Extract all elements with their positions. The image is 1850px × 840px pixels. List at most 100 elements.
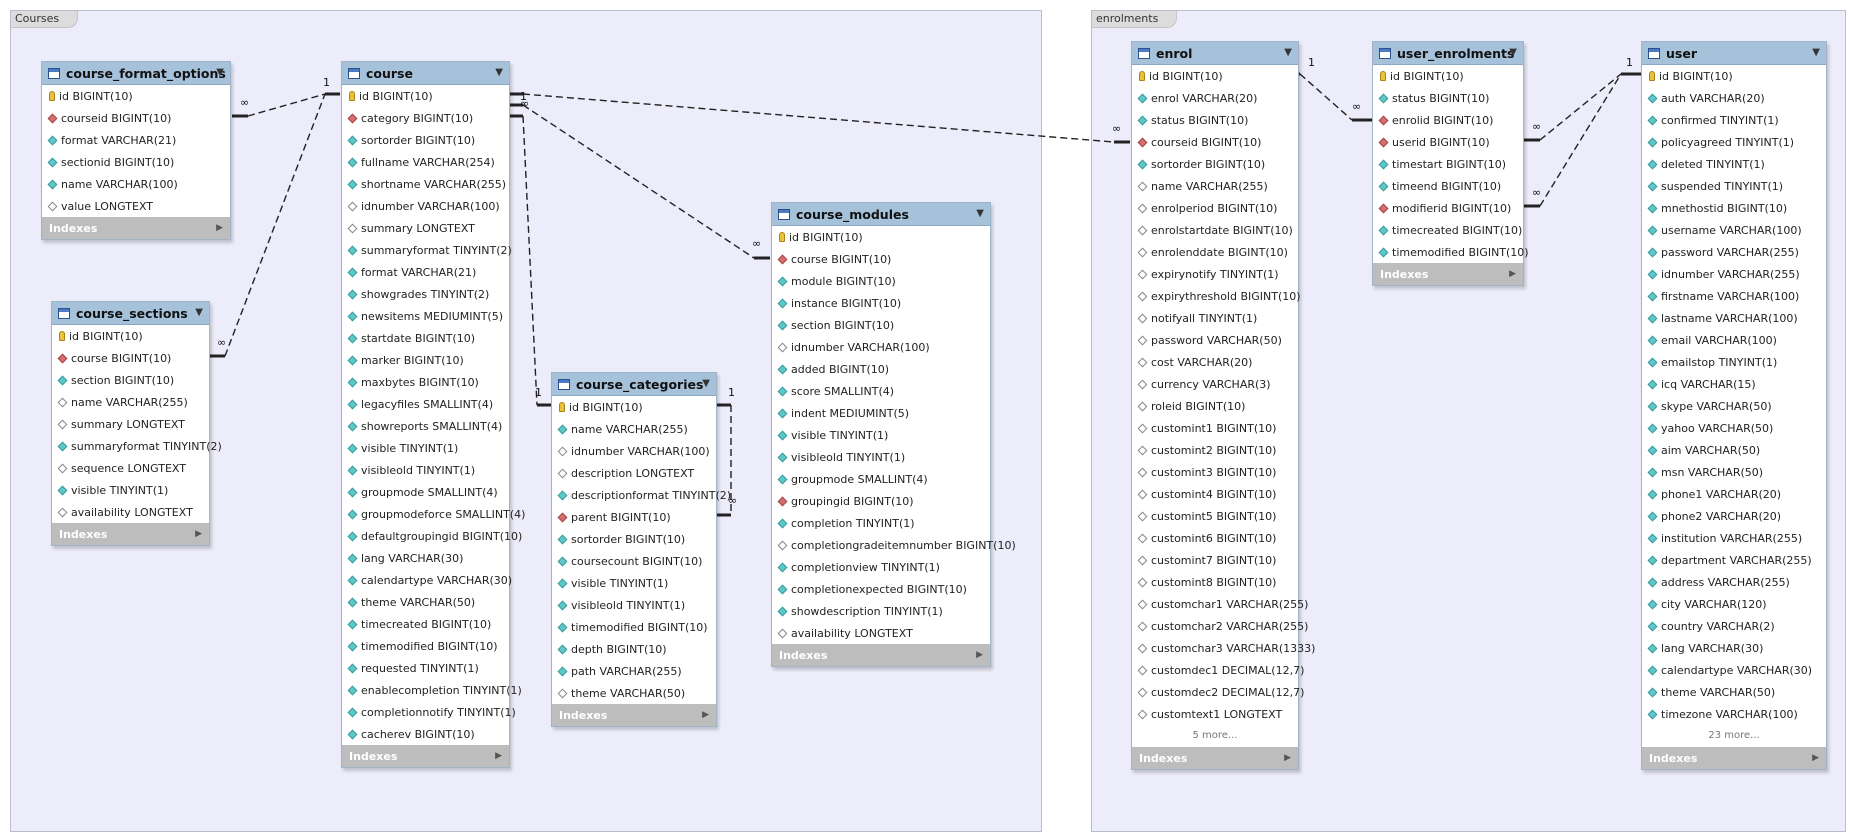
column-row[interactable]: customint4 BIGINT(10) (1132, 483, 1298, 505)
column-row[interactable]: timemodified BIGINT(10) (342, 635, 509, 657)
expand-arrow-icon[interactable]: ▶ (495, 751, 502, 761)
column-row[interactable]: sortorder BIGINT(10) (1132, 153, 1298, 175)
column-row[interactable]: timezone VARCHAR(100) (1642, 703, 1826, 725)
column-row[interactable]: category BIGINT(10) (342, 107, 509, 129)
column-row[interactable]: summary LONGTEXT (52, 413, 209, 435)
table-enrol[interactable]: enrol▼id BIGINT(10)enrol VARCHAR(20)stat… (1131, 41, 1315, 770)
column-row[interactable]: visible TINYINT(1) (772, 424, 990, 446)
column-row[interactable]: visible TINYINT(1) (342, 437, 509, 459)
column-row[interactable]: groupingid BIGINT(10) (772, 490, 990, 512)
column-row[interactable]: description LONGTEXT (552, 462, 716, 484)
column-row[interactable]: city VARCHAR(120) (1642, 593, 1826, 615)
column-row[interactable]: id BIGINT(10) (1642, 65, 1826, 87)
column-row[interactable]: calendartype VARCHAR(30) (1642, 659, 1826, 681)
indexes-bar[interactable]: Indexes▶ (552, 704, 716, 726)
column-row[interactable]: idnumber VARCHAR(100) (342, 195, 509, 217)
column-row[interactable]: completiongradeitemnumber BIGINT(10) (772, 534, 1016, 556)
expand-arrow-icon[interactable]: ▶ (1509, 269, 1516, 279)
column-row[interactable]: sortorder BIGINT(10) (342, 129, 509, 151)
indexes-bar[interactable]: Indexes▶ (772, 644, 990, 666)
table-header[interactable]: course_categories▼ (552, 373, 716, 396)
column-row[interactable]: visible TINYINT(1) (52, 479, 209, 501)
column-row[interactable]: phone2 VARCHAR(20) (1642, 505, 1826, 527)
column-row[interactable]: id BIGINT(10) (1132, 65, 1298, 87)
column-row[interactable]: summaryformat TINYINT(2) (52, 435, 222, 457)
column-row[interactable]: completionexpected BIGINT(10) (772, 578, 990, 600)
column-row[interactable]: timeend BIGINT(10) (1373, 175, 1523, 197)
column-row[interactable]: customint1 BIGINT(10) (1132, 417, 1298, 439)
column-row[interactable]: enrolenddate BIGINT(10) (1132, 241, 1298, 263)
column-row[interactable]: parent BIGINT(10) (552, 506, 716, 528)
column-row[interactable]: id BIGINT(10) (52, 325, 209, 347)
column-row[interactable]: userid BIGINT(10) (1373, 131, 1523, 153)
table-header[interactable]: course_modules▼ (772, 203, 990, 226)
column-row[interactable]: theme VARCHAR(50) (342, 591, 509, 613)
column-row[interactable]: requested TINYINT(1) (342, 657, 509, 679)
column-row[interactable]: theme VARCHAR(50) (1642, 681, 1826, 703)
column-row[interactable]: depth BIGINT(10) (552, 638, 716, 660)
column-row[interactable]: visibleold TINYINT(1) (342, 459, 509, 481)
table-header[interactable]: course_sections▼ (52, 302, 209, 325)
table-course-format-options[interactable]: course_format_options▼id BIGINT(10)cours… (41, 61, 231, 240)
column-row[interactable]: enrolperiod BIGINT(10) (1132, 197, 1298, 219)
column-row[interactable]: id BIGINT(10) (552, 396, 716, 418)
table-course-categories[interactable]: course_categories▼id BIGINT(10)name VARC… (551, 372, 731, 727)
column-row[interactable]: institution VARCHAR(255) (1642, 527, 1826, 549)
column-row[interactable]: legacyfiles SMALLINT(4) (342, 393, 509, 415)
column-row[interactable]: status BIGINT(10) (1373, 87, 1523, 109)
column-row[interactable]: lang VARCHAR(30) (1642, 637, 1826, 659)
table-header[interactable]: course_format_options▼ (42, 62, 230, 85)
column-row[interactable]: enrolstartdate BIGINT(10) (1132, 219, 1298, 241)
column-row[interactable]: notifyall TINYINT(1) (1132, 307, 1298, 329)
column-row[interactable]: idnumber VARCHAR(100) (552, 440, 716, 462)
column-row[interactable]: marker BIGINT(10) (342, 349, 509, 371)
column-row[interactable]: icq VARCHAR(15) (1642, 373, 1826, 395)
column-row[interactable]: name VARCHAR(255) (52, 391, 209, 413)
column-row[interactable]: descriptionformat TINYINT(2) (552, 484, 731, 506)
column-row[interactable]: enrolid BIGINT(10) (1373, 109, 1523, 131)
column-row[interactable]: cost VARCHAR(20) (1132, 351, 1298, 373)
column-row[interactable]: timemodified BIGINT(10) (552, 616, 716, 638)
collapse-arrow-icon[interactable]: ▼ (216, 67, 224, 78)
column-row[interactable]: id BIGINT(10) (1373, 65, 1523, 87)
column-row[interactable]: email VARCHAR(100) (1642, 329, 1826, 351)
column-row[interactable]: groupmode SMALLINT(4) (772, 468, 990, 490)
column-row[interactable]: visible TINYINT(1) (552, 572, 716, 594)
column-row[interactable]: auth VARCHAR(20) (1642, 87, 1826, 109)
collapse-arrow-icon[interactable]: ▼ (1812, 47, 1820, 58)
column-row[interactable]: newsitems MEDIUMINT(5) (342, 305, 509, 327)
column-row[interactable]: emailstop TINYINT(1) (1642, 351, 1826, 373)
column-row[interactable]: summary LONGTEXT (342, 217, 509, 239)
indexes-bar[interactable]: Indexes▶ (342, 745, 509, 767)
column-row[interactable]: lastname VARCHAR(100) (1642, 307, 1826, 329)
column-row[interactable]: showdescription TINYINT(1) (772, 600, 990, 622)
column-row[interactable]: coursecount BIGINT(10) (552, 550, 716, 572)
column-row[interactable]: customchar3 VARCHAR(1333) (1132, 637, 1315, 659)
collapse-arrow-icon[interactable]: ▼ (1284, 47, 1292, 58)
column-row[interactable]: id BIGINT(10) (772, 226, 990, 248)
table-header[interactable]: user_enrolments▼ (1373, 42, 1523, 65)
expand-arrow-icon[interactable]: ▶ (976, 650, 983, 660)
column-row[interactable]: format VARCHAR(21) (342, 261, 509, 283)
column-row[interactable]: customint5 BIGINT(10) (1132, 505, 1298, 527)
column-row[interactable]: showgrades TINYINT(2) (342, 283, 509, 305)
column-row[interactable]: courseid BIGINT(10) (1132, 131, 1298, 153)
column-row[interactable]: section BIGINT(10) (52, 369, 209, 391)
column-row[interactable]: theme VARCHAR(50) (552, 682, 716, 704)
column-row[interactable]: name VARCHAR(100) (42, 173, 230, 195)
column-row[interactable]: password VARCHAR(255) (1642, 241, 1826, 263)
column-row[interactable]: maxbytes BIGINT(10) (342, 371, 509, 393)
column-row[interactable]: added BIGINT(10) (772, 358, 990, 380)
table-course[interactable]: course▼id BIGINT(10)category BIGINT(10)s… (341, 61, 525, 768)
table-user[interactable]: user▼id BIGINT(10)auth VARCHAR(20)confir… (1641, 41, 1827, 770)
column-row[interactable]: customdec1 DECIMAL(12,7) (1132, 659, 1304, 681)
column-row[interactable]: groupmodeforce SMALLINT(4) (342, 503, 525, 525)
indexes-bar[interactable]: Indexes▶ (1373, 263, 1523, 285)
expand-arrow-icon[interactable]: ▶ (195, 529, 202, 539)
collapse-arrow-icon[interactable]: ▼ (1509, 47, 1517, 58)
table-user-enrolments[interactable]: user_enrolments▼id BIGINT(10)status BIGI… (1372, 41, 1529, 286)
expand-arrow-icon[interactable]: ▶ (1284, 753, 1291, 763)
collapse-arrow-icon[interactable]: ▼ (495, 67, 503, 78)
column-row[interactable]: currency VARCHAR(3) (1132, 373, 1298, 395)
column-row[interactable]: format VARCHAR(21) (42, 129, 230, 151)
